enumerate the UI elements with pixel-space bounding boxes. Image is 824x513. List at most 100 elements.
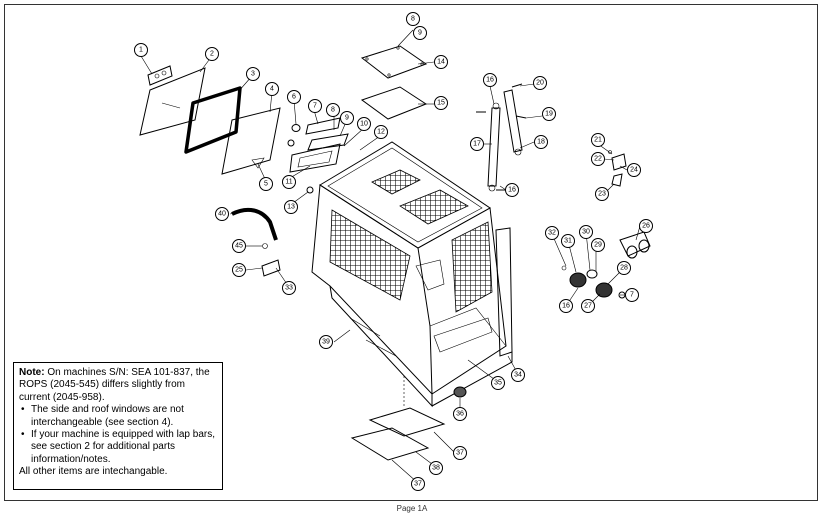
note-intro: Note: On machines S/N: SEA 101-837, the … — [19, 367, 217, 404]
svg-text:34: 34 — [514, 372, 522, 379]
note-label: Note: — [19, 367, 45, 378]
roof-window-lower — [360, 86, 428, 120]
svg-text:33: 33 — [285, 285, 293, 292]
callout-39: 39 — [319, 335, 333, 349]
callout-19: 19 — [542, 107, 556, 121]
gas-strut — [487, 102, 501, 192]
floor-grommet — [453, 386, 467, 398]
strut-hardware — [476, 83, 527, 191]
svg-text:37: 37 — [414, 481, 422, 488]
svg-text:37: 37 — [456, 450, 464, 457]
svg-text:28: 28 — [620, 265, 628, 272]
callout-5: 5 — [259, 177, 273, 191]
lap-bar-bearings — [561, 265, 626, 299]
callout-4: 4 — [265, 82, 279, 96]
callout-38: 38 — [429, 461, 443, 475]
svg-text:11: 11 — [285, 179, 292, 186]
callout-30: 30 — [579, 225, 593, 239]
svg-text:2: 2 — [210, 51, 214, 58]
callout-40: 40 — [215, 207, 229, 221]
note-bullets: The side and roof windows are not interc… — [19, 404, 217, 466]
note-bullet: If your machine is equipped with lap bar… — [19, 429, 217, 466]
callout-9: 9 — [340, 111, 354, 125]
callout-35: 35 — [491, 376, 505, 390]
callout-23: 23 — [595, 187, 609, 201]
floor-plate-upper — [368, 407, 446, 437]
svg-text:30: 30 — [582, 229, 590, 236]
callout-8: 8 — [326, 103, 340, 117]
callout-18: 18 — [534, 135, 548, 149]
roof-window-upper — [360, 45, 428, 79]
callout-6: 6 — [287, 90, 301, 104]
callout-24: 24 — [627, 163, 641, 177]
callout-11: 11 — [282, 175, 296, 189]
note-closing: All other items are intechangable. — [19, 466, 168, 478]
window-latch-part — [147, 65, 173, 86]
svg-text:35: 35 — [494, 380, 502, 387]
callout-22: 22 — [591, 152, 605, 166]
svg-text:6: 6 — [292, 94, 296, 101]
svg-text:7: 7 — [630, 292, 634, 299]
handle-grip — [261, 243, 281, 277]
callout-34: 34 — [511, 368, 525, 382]
callout-27: 27 — [581, 299, 595, 313]
callout-45: 45 — [232, 239, 246, 253]
callout-3: 3 — [246, 67, 260, 81]
svg-text:20: 20 — [536, 80, 544, 87]
svg-text:16: 16 — [508, 187, 516, 194]
svg-text:16: 16 — [562, 303, 570, 310]
svg-text:23: 23 — [598, 191, 606, 198]
callout-16-b: 16 — [505, 183, 519, 197]
svg-text:17: 17 — [473, 141, 481, 148]
svg-text:31: 31 — [564, 238, 572, 245]
svg-text:25: 25 — [235, 267, 243, 274]
window-seal — [184, 86, 242, 154]
callout-26: 26 — [639, 219, 653, 233]
svg-text:15: 15 — [437, 100, 445, 107]
svg-text:29: 29 — [594, 242, 602, 249]
svg-text:12: 12 — [377, 129, 385, 136]
callout-1: 1 — [134, 43, 148, 57]
callout-13: 13 — [284, 200, 298, 214]
callout-14: 14 — [434, 55, 448, 69]
callout-36: 36 — [453, 407, 467, 421]
callout-29: 29 — [591, 238, 605, 252]
callout-12: 12 — [374, 125, 388, 139]
callout-25: 25 — [232, 263, 246, 277]
svg-text:19: 19 — [545, 111, 553, 118]
callout-32: 32 — [545, 226, 559, 240]
svg-text:3: 3 — [251, 71, 255, 78]
callout-10: 10 — [357, 117, 371, 131]
callout-37-b: 37 — [411, 477, 425, 491]
latch-assembly — [608, 150, 627, 187]
callout-28: 28 — [617, 261, 631, 275]
svg-text:5: 5 — [264, 181, 268, 188]
callout-16-c: 16 — [559, 299, 573, 313]
callout-7-b: 7 — [625, 288, 639, 302]
svg-text:8: 8 — [411, 16, 415, 23]
callout-8-top: 8 — [406, 12, 420, 26]
interchangeability-note: Note: On machines S/N: SEA 101-837, the … — [13, 362, 223, 490]
svg-text:45: 45 — [235, 243, 243, 250]
svg-text:38: 38 — [432, 465, 440, 472]
svg-text:7: 7 — [313, 103, 317, 110]
svg-text:40: 40 — [218, 211, 226, 218]
svg-text:27: 27 — [584, 303, 592, 310]
svg-text:9: 9 — [418, 30, 422, 37]
svg-text:36: 36 — [456, 411, 464, 418]
note-bullet: The side and roof windows are not interc… — [19, 404, 217, 429]
svg-text:18: 18 — [537, 139, 545, 146]
diagram-frame — [4, 4, 818, 501]
callout-31: 31 — [561, 234, 575, 248]
svg-text:21: 21 — [594, 137, 602, 144]
svg-text:22: 22 — [594, 156, 602, 163]
window-retainers — [287, 117, 349, 194]
svg-text:14: 14 — [437, 59, 445, 66]
handle-tube — [231, 207, 278, 241]
note-intro-text: On machines S/N: SEA 101-837, the ROPS (… — [19, 367, 210, 403]
callout-21: 21 — [591, 133, 605, 147]
callout-33: 33 — [282, 281, 296, 295]
side-window-pane — [221, 107, 281, 175]
svg-text:32: 32 — [548, 230, 556, 237]
svg-text:26: 26 — [642, 223, 650, 230]
